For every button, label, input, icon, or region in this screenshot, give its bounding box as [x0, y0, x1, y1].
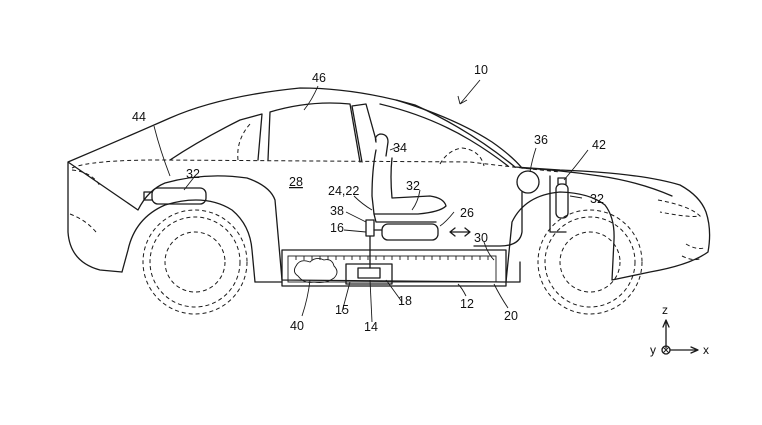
fuel-line: [473, 191, 523, 247]
rear-tank: [143, 187, 207, 205]
headlight-dash: [657, 199, 702, 217]
unit-15-box: [345, 263, 393, 285]
ref-filler: 36: [534, 133, 548, 147]
ref-line-38: 38: [330, 204, 344, 218]
line-38: [365, 219, 375, 261]
front-wheel: [537, 209, 643, 315]
ref-tank-rear: 32: [186, 167, 200, 181]
ref-front-space: 42: [592, 138, 606, 152]
ref-seat-mount: 24,22: [328, 184, 359, 198]
ref-unit-15: 15: [335, 303, 349, 317]
ref-tank-front: 32: [590, 192, 604, 206]
axis-z-label: z: [662, 303, 668, 317]
front-window-dash: [439, 147, 485, 167]
leader-lines: [153, 79, 589, 323]
ref-floor: 30: [474, 231, 488, 245]
ref-cabin: 28: [289, 175, 303, 189]
belt-line: [71, 159, 561, 173]
coordinate-axes: z y x: [650, 303, 709, 357]
ref-unit-18: 18: [398, 294, 412, 308]
ref-tray: 20: [504, 309, 518, 323]
seat: [371, 133, 447, 223]
unit-14-box: [357, 267, 381, 279]
slide-arrow: [449, 227, 471, 237]
b-pillar: [351, 103, 377, 163]
rear-light-dash: [71, 169, 101, 187]
seat-tank: [381, 223, 439, 241]
door-window: [267, 102, 361, 163]
ref-tank-seat: 32: [406, 179, 420, 193]
ref-vehicle: 10: [474, 63, 488, 77]
ref-rear-space: 44: [132, 110, 146, 124]
sill-line-front: [505, 261, 521, 283]
filler-cap: [516, 170, 540, 194]
ref-seat: 34: [393, 141, 407, 155]
ref-roof: 46: [312, 71, 326, 85]
grille-dash: [681, 243, 705, 261]
front-tank: [555, 177, 569, 219]
axis-x-label: x: [703, 343, 709, 357]
car-body-outline: [67, 87, 711, 283]
hood-line: [521, 167, 673, 197]
front-window: [379, 103, 509, 167]
battery-housing: [281, 249, 507, 287]
axis-y-label: y: [650, 343, 656, 357]
window-dash: [237, 123, 251, 161]
battery-cells: [293, 257, 338, 283]
rear-bumper-dash: [69, 213, 97, 233]
rear-arch: [121, 199, 256, 283]
ref-slide: 26: [460, 206, 474, 220]
rear-window: [169, 113, 263, 161]
front-compartment-wall: [549, 175, 567, 233]
rear-wheel: [142, 209, 248, 315]
ref-line-16: 16: [330, 221, 344, 235]
ref-unit-14: 14: [364, 320, 378, 334]
windshield: [395, 99, 523, 169]
ref-housing: 12: [460, 297, 474, 311]
ref-battery: 40: [290, 319, 304, 333]
